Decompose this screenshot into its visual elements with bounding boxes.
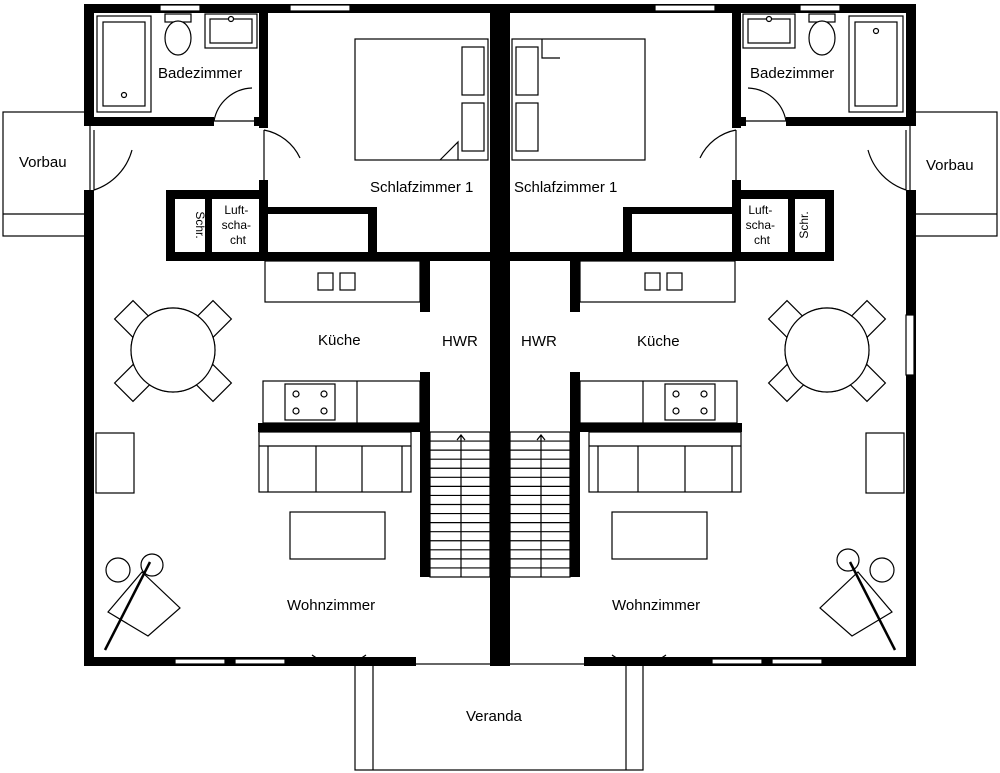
doors (93, 87, 907, 191)
coffee-table-left (289, 511, 386, 560)
label-schrank-right: Schr. (797, 211, 811, 238)
vorbau-right (909, 111, 998, 237)
label-vorbau-left: Vorbau (19, 154, 67, 171)
label-schlafzimmer-right: Schlafzimmer 1 (514, 179, 617, 196)
sofa-left (258, 431, 412, 493)
bathroom-right-fixtures (742, 13, 904, 113)
label-luftschacht-right: Luft- scha- cht (746, 203, 779, 247)
label-vorbau-right: Vorbau (926, 157, 974, 174)
label-veranda: Veranda (466, 708, 523, 725)
label-kueche-right: Küche (637, 333, 680, 350)
windows (159, 4, 915, 665)
luftschacht-left-line2: scha- (222, 218, 251, 232)
luftschacht-left-line1: Luft- (224, 203, 248, 217)
luftschacht-left-line3: cht (230, 233, 247, 247)
interior-walls-left (84, 4, 490, 577)
sofa-right (588, 431, 742, 493)
sideboard-right (865, 432, 905, 494)
bathroom-left-fixtures (96, 13, 258, 113)
coffee-table-right (611, 511, 708, 560)
label-badezimmer-right: Badezimmer (750, 65, 834, 82)
stair-direction-arrow (456, 434, 466, 577)
dining-table-left (113, 299, 233, 403)
label-wohnzimmer-left: Wohnzimmer (287, 597, 375, 614)
vorbau-left (2, 111, 91, 237)
luftschacht-right-line3: cht (754, 233, 771, 247)
armchair-left (103, 553, 181, 651)
sideboard-left (95, 432, 135, 494)
kitchen-left (262, 260, 421, 424)
armchair-right (819, 548, 897, 651)
label-hwr-right: HWR (521, 333, 557, 350)
label-schrank-left: Schr. (193, 211, 207, 238)
luftschacht-right-line2: scha- (746, 218, 775, 232)
label-schlafzimmer-left: Schlafzimmer 1 (370, 179, 473, 196)
bed-left (354, 38, 489, 161)
kitchen-right (579, 260, 738, 424)
label-badezimmer-left: Badezimmer (158, 65, 242, 82)
label-luftschacht-left: Luft- scha- cht (222, 203, 255, 247)
stairs-right (509, 431, 571, 578)
stair-direction-arrow (536, 434, 546, 577)
label-hwr-left: HWR (442, 333, 478, 350)
bed-right (511, 38, 646, 161)
label-wohnzimmer-right: Wohnzimmer (612, 597, 700, 614)
stairs-left (429, 431, 491, 578)
interior-walls-right (510, 4, 916, 577)
luftschacht-right-line1: Luft- (748, 203, 772, 217)
dining-table-right (767, 299, 887, 403)
label-kueche-left: Küche (318, 332, 361, 349)
